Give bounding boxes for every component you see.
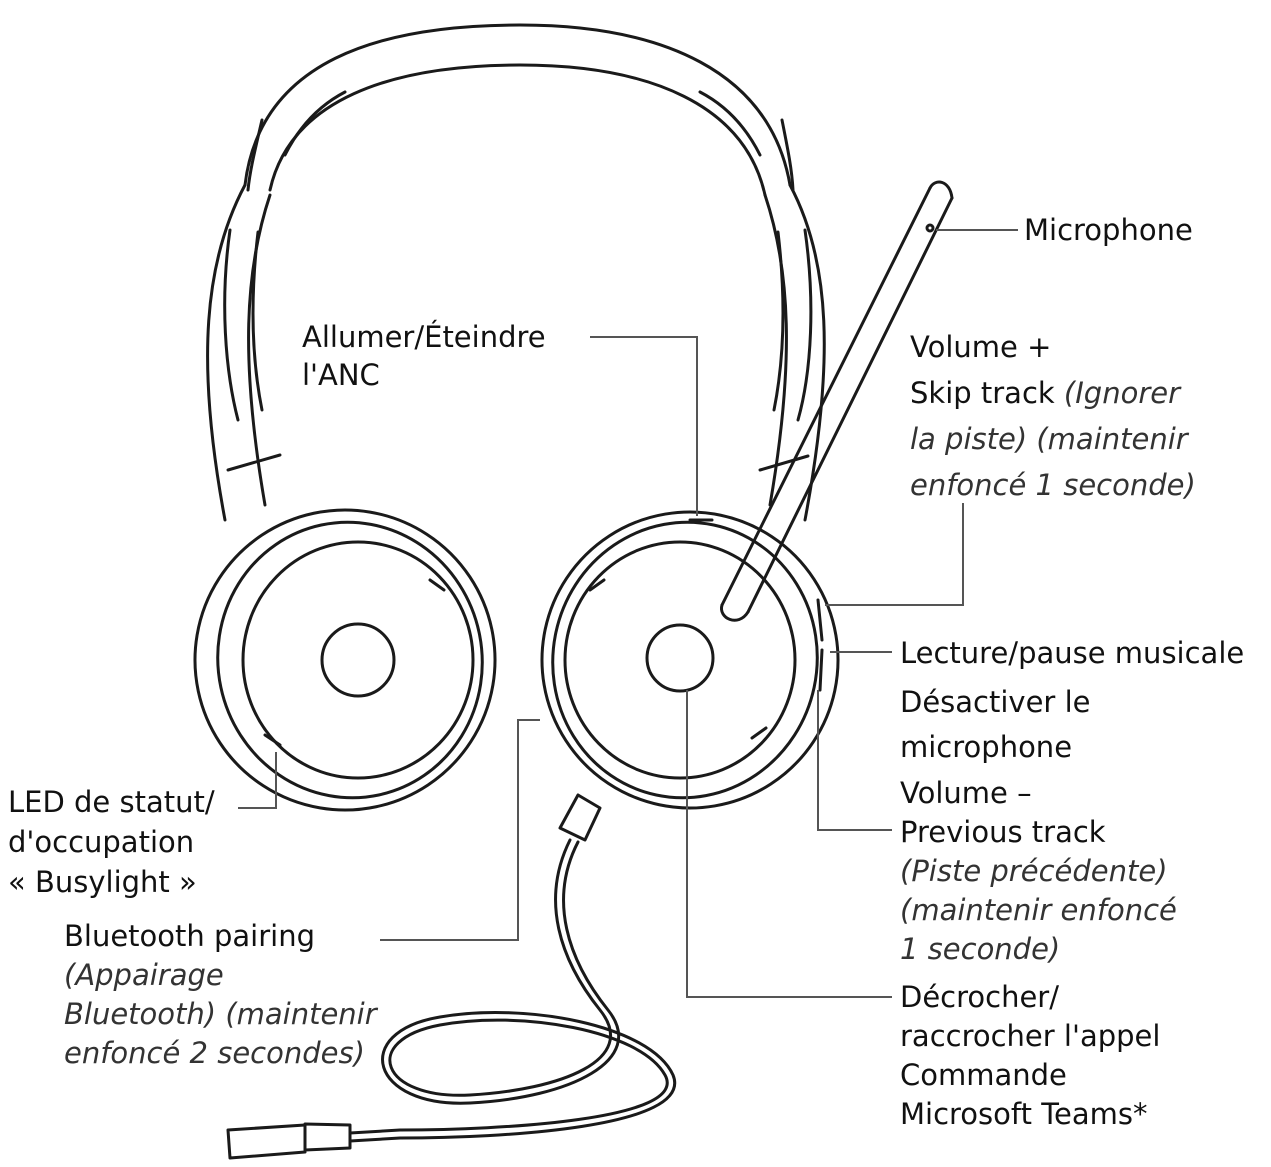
left-earcup — [193, 508, 497, 812]
label-volume-up: Volume + Skip track (Ignorer la piste) (… — [910, 330, 1196, 502]
leader-lines — [238, 229, 1018, 998]
label-busylight: LED de statut/ d'occupation « Busylight … — [8, 785, 215, 899]
leader-anc — [590, 336, 698, 516]
headband — [243, 23, 795, 197]
label-anc: Allumer/Éteindre l'ANC — [302, 320, 546, 392]
leader-volume-up — [825, 503, 964, 606]
leader-volume-down — [817, 690, 892, 831]
label-bluetooth: Bluetooth pairing (Appairage Bluetooth) … — [64, 919, 377, 1070]
right-earcup — [540, 510, 840, 810]
label-volume-down: Volume – Previous track (Piste précédent… — [900, 776, 1177, 966]
boom-microphone — [720, 180, 954, 622]
usb-cable — [226, 793, 677, 1160]
right-arm — [758, 183, 826, 522]
label-microphone: Microphone — [1024, 213, 1193, 247]
leader-bluetooth — [380, 719, 540, 941]
label-play-pause: Lecture/pause musicale — [900, 636, 1245, 670]
label-mute: Désactiver le microphone — [900, 685, 1091, 764]
left-arm — [206, 183, 282, 522]
label-call: Décrocher/ raccrocher l'appel Commande M… — [900, 980, 1161, 1131]
leader-call — [686, 690, 892, 998]
leader-busylight — [238, 752, 277, 809]
